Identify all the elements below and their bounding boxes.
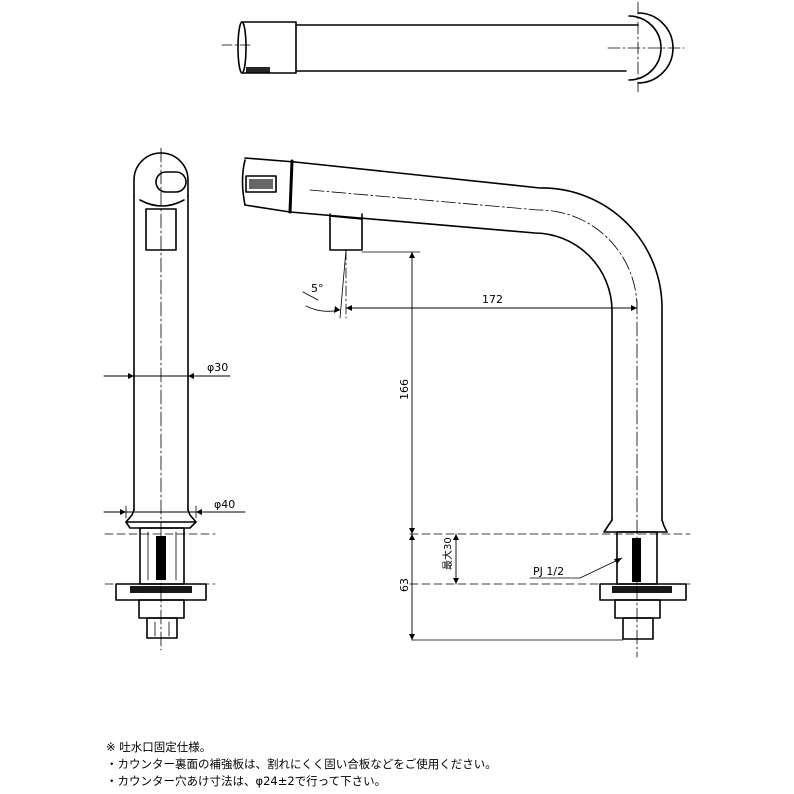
top-view: [221, 1, 685, 93]
note-reinforcement-board: ・カウンター裏面の補強板は、割れにくく固い合板などをご使用ください。: [106, 757, 497, 771]
front-view: [241, 157, 691, 658]
note-title: ※ 吐水口固定仕様。: [106, 740, 212, 754]
angle-label: 5°: [311, 282, 324, 295]
max-counter-label: 最大30: [441, 537, 454, 570]
side-view: [103, 147, 246, 651]
note-hole-size: ・カウンター穴あけ寸法は、φ24±2で行って下さい。: [106, 774, 387, 788]
notes-block: ※ 吐水口固定仕様。 ・カウンター裏面の補強板は、割れにくく固い合板などをご使用…: [106, 739, 766, 790]
shank-length-label: 63: [398, 578, 411, 592]
thread-label: PJ 1/2: [533, 565, 564, 578]
base-diameter-label: φ40: [214, 498, 235, 511]
height-label: 166: [398, 379, 411, 400]
body-diameter-label: φ30: [207, 361, 228, 374]
reach-label: 172: [482, 293, 503, 306]
